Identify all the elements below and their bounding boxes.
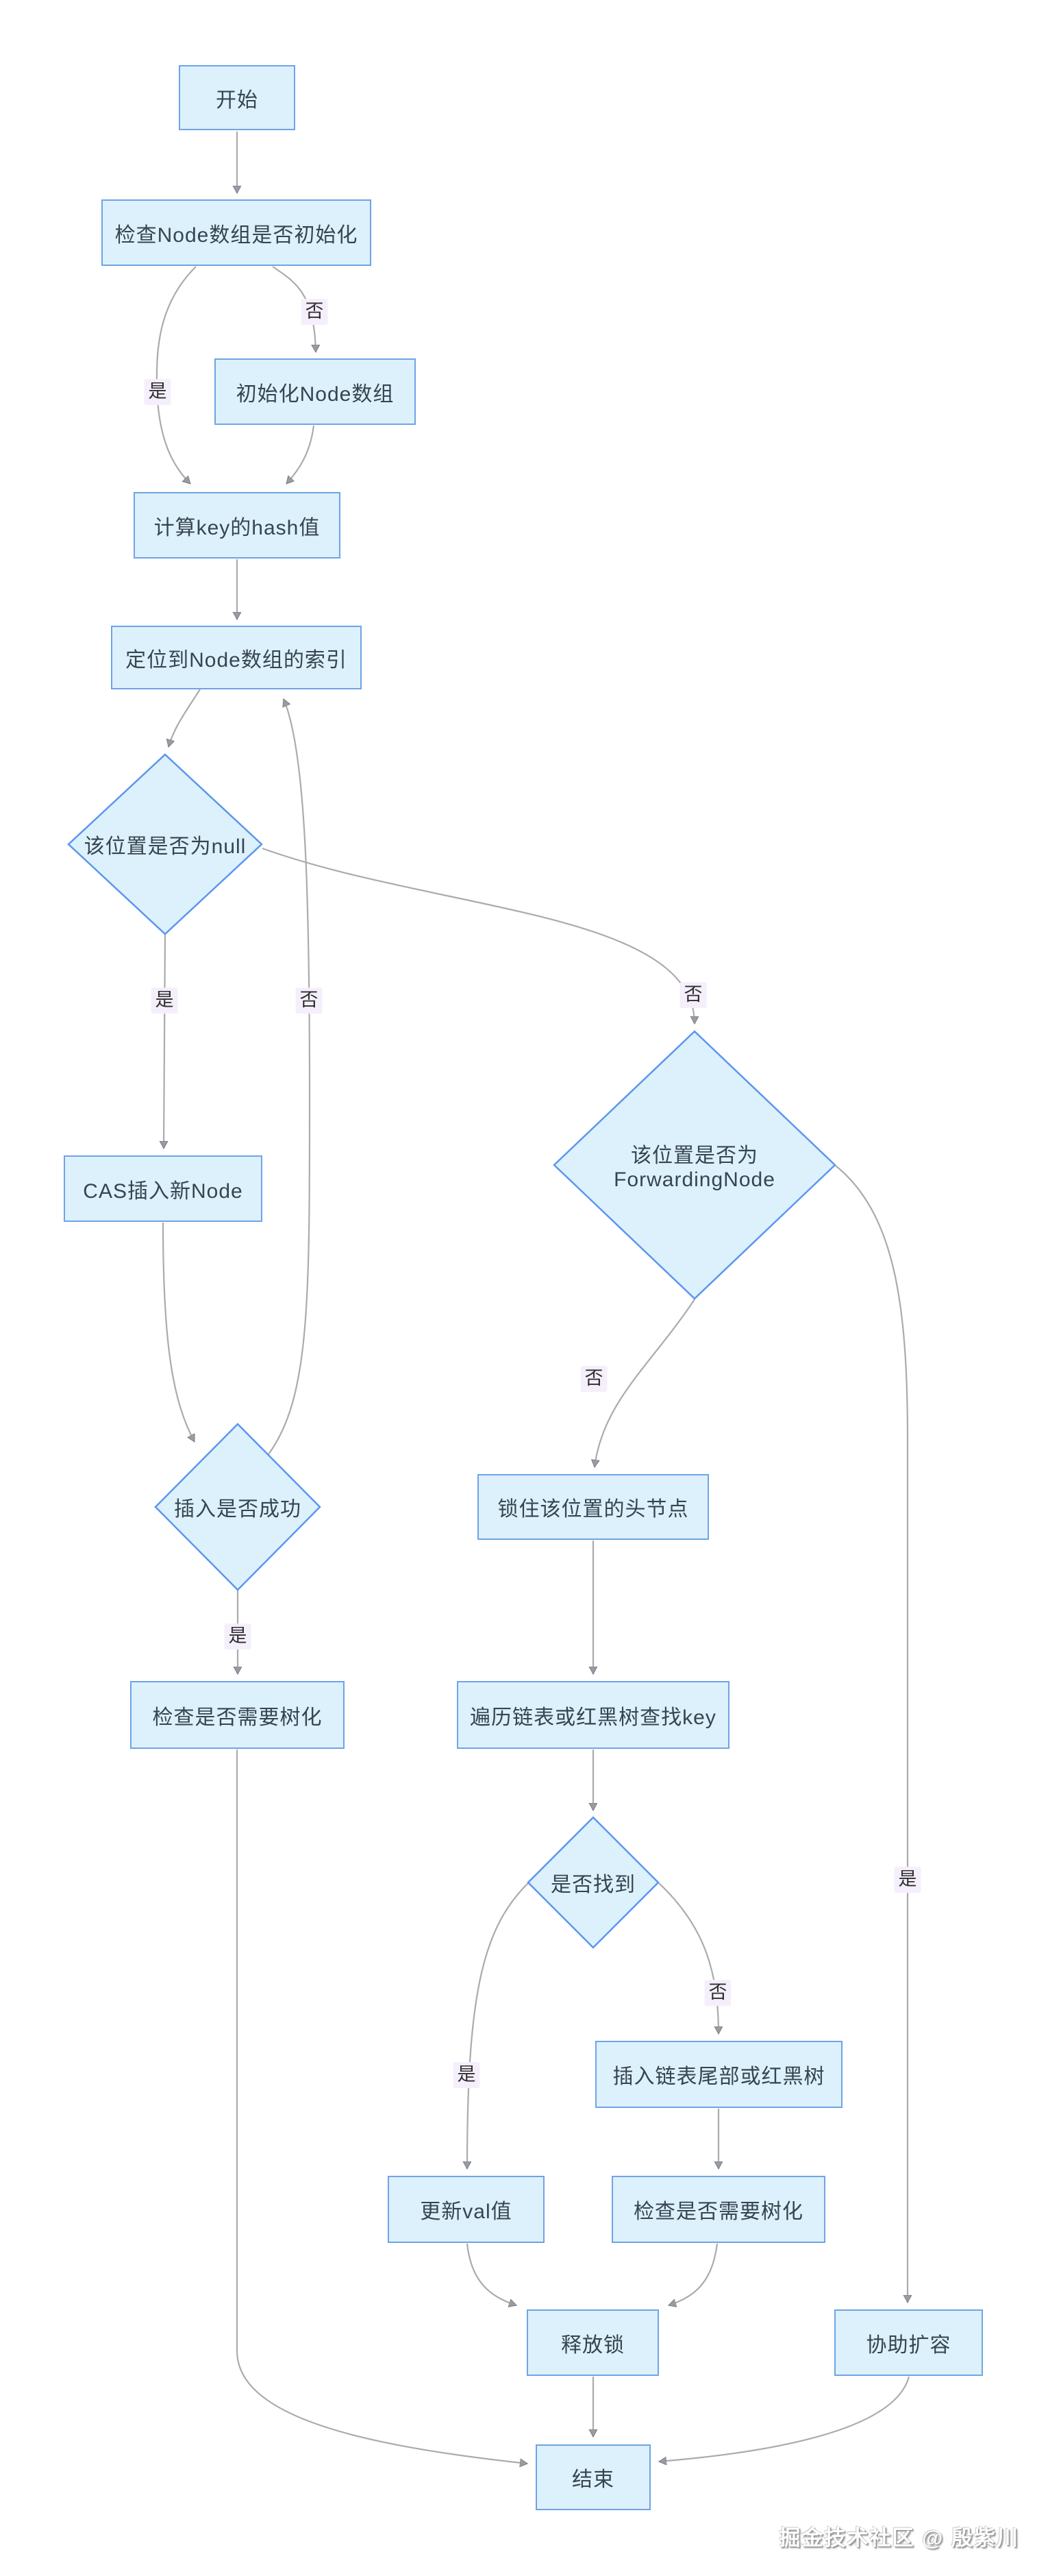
edge-check-init-to-init-array (272, 266, 316, 352)
edge-label-fwd-no: 否 (580, 1366, 608, 1392)
decision-diamond-is-null (67, 753, 263, 935)
edge-is-null-to-cas-insert (164, 934, 165, 1149)
decision-diamond-insert-success (154, 1423, 321, 1591)
edge-label-success-no: 否 (295, 988, 323, 1014)
edge-label-null-no: 否 (679, 982, 707, 1008)
edge-check-init-to-calc-hash (155, 266, 197, 484)
node-start-label: 开始 (216, 88, 258, 112)
node-insert-tail: 插入链表尾部或红黑树 (595, 2041, 843, 2108)
node-check-init: 检查Node数组是否初始化 (101, 199, 371, 266)
node-insert-tail-label: 插入链表尾部或红黑树 (612, 2065, 825, 2088)
node-end: 结束 (536, 2444, 651, 2510)
edge-label-check-yes: 是 (144, 379, 171, 405)
node-update-val-label: 更新val值 (420, 2200, 512, 2223)
decision-diamond-is-found (527, 1816, 660, 1949)
node-locate-index: 定位到Node数组的索引 (111, 626, 362, 689)
edge-is-found-to-update-val (467, 1882, 529, 2169)
node-lock-head-label: 锁住该位置的头节点 (497, 1498, 689, 1521)
edge-update-val-to-release-lock (466, 2243, 516, 2305)
edge-assist-resize-to-end (659, 2376, 910, 2462)
edge-locate-index-to-is-null (169, 689, 201, 747)
node-assist-resize: 协助扩容 (834, 2309, 983, 2376)
edge-check-treeify-right-to-release-lock (669, 2243, 719, 2305)
edge-cas-insert-to-insert-success (162, 1222, 195, 1442)
edge-init-array-to-calc-hash (286, 425, 315, 484)
node-init-array: 初始化Node数组 (214, 358, 416, 425)
node-init-array-label: 初始化Node数组 (236, 382, 395, 406)
node-lock-head: 锁住该位置的头节点 (477, 1474, 709, 1540)
node-cas-insert: CAS插入新Node (64, 1155, 262, 1222)
edge-is-forwarding-to-assist-resize (835, 1165, 908, 2303)
node-end-label: 结束 (572, 2468, 614, 2491)
node-traverse: 遍历链表或红黑树查找key (457, 1681, 729, 1749)
node-calc-hash-label: 计算key的hash值 (153, 516, 321, 539)
edge-is-forwarding-to-lock-head (595, 1299, 695, 1467)
node-check-treeify-right: 检查是否需要树化 (612, 2176, 825, 2243)
node-release-lock-label: 释放锁 (561, 2333, 625, 2357)
edge-label-found-yes: 是 (453, 2062, 480, 2088)
node-traverse-label: 遍历链表或红黑树查找key (470, 1706, 716, 1729)
edge-label-fwd-yes: 是 (894, 1867, 921, 1893)
node-start: 开始 (179, 65, 295, 130)
node-locate-index-label: 定位到Node数组的索引 (125, 648, 347, 672)
node-check-treeify-right-label: 检查是否需要树化 (634, 2200, 803, 2223)
edge-insert-success-to-locate-index (268, 699, 311, 1455)
edge-label-success-yes: 是 (224, 1623, 251, 1649)
edge-is-found-to-insert-tail (658, 1882, 719, 2034)
node-check-treeify-left-label: 检查是否需要树化 (152, 1706, 323, 1729)
node-check-init-label: 检查Node数组是否初始化 (114, 223, 358, 247)
edge-is-null-to-is-forwarding (262, 847, 695, 1024)
watermark: 掘金技术社区 @ 殷紫川 (779, 2526, 1019, 2550)
edge-label-found-no: 否 (704, 1980, 732, 2006)
decision-diamond-is-forwarding (553, 1030, 836, 1300)
node-cas-insert-label: CAS插入新Node (83, 1179, 243, 1203)
edge-label-null-yes: 是 (151, 988, 178, 1014)
node-update-val: 更新val值 (388, 2176, 545, 2243)
node-assist-resize-label: 协助扩容 (866, 2333, 951, 2357)
node-release-lock: 释放锁 (527, 2309, 659, 2376)
node-check-treeify-left: 检查是否需要树化 (130, 1681, 345, 1749)
edge-check-treeify-left-to-end (236, 1750, 527, 2464)
node-calc-hash: 计算key的hash值 (134, 492, 340, 559)
edge-label-check-no: 否 (301, 299, 328, 325)
